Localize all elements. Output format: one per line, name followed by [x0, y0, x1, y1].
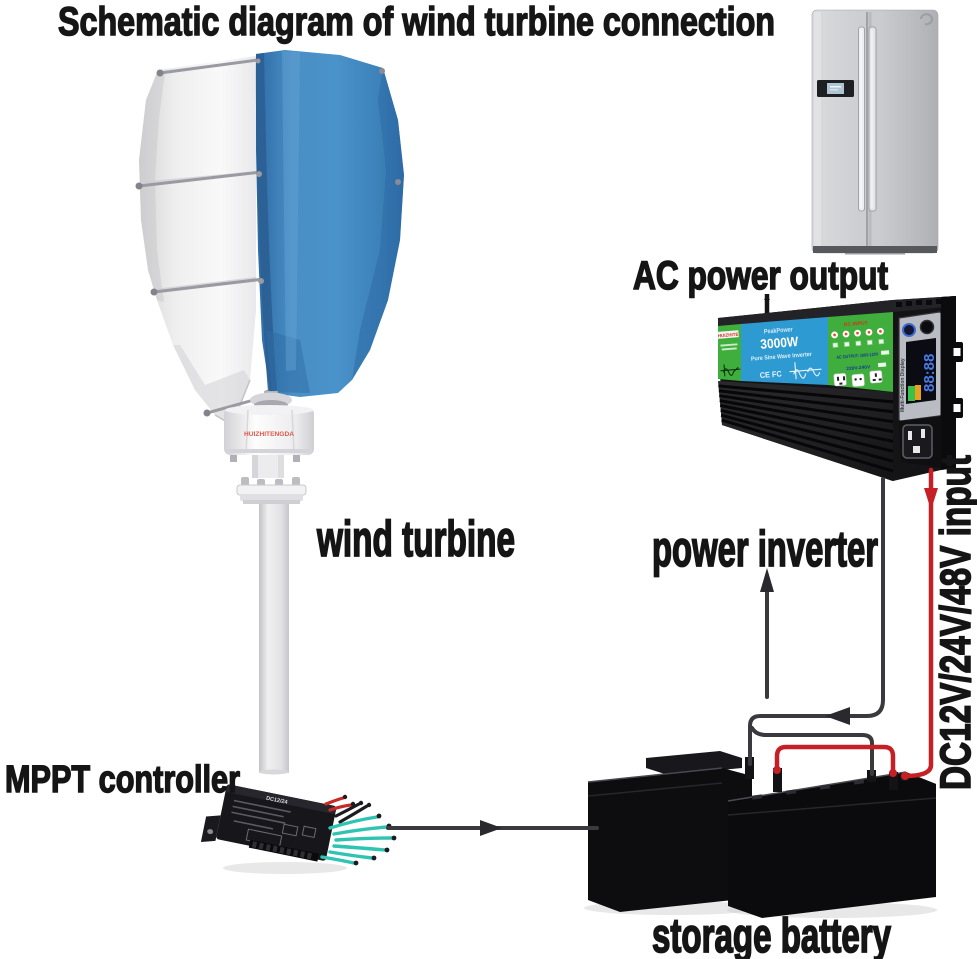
svg-text:CE FC: CE FC [759, 369, 782, 380]
svg-text:DC12V/24V/48V input: DC12V/24V/48V input [932, 455, 977, 790]
svg-text:PeakPower: PeakPower [764, 326, 794, 335]
svg-text:AC OUTPUT: 100V-120V: AC OUTPUT: 100V-120V [836, 352, 878, 360]
svg-text:power inverter: power inverter [652, 521, 878, 577]
svg-text:88:88: 88:88 [921, 354, 938, 392]
svg-text:DC12/24: DC12/24 [265, 796, 288, 806]
svg-text:Schematic diagram of wind turb: Schematic diagram of wind turbine connec… [58, 0, 775, 44]
svg-text:DC INPUT: DC INPUT [844, 320, 868, 328]
svg-text:MPPT controller: MPPT controller [5, 759, 240, 801]
svg-text:Multi-Function Display: Multi-Function Display [900, 358, 906, 412]
svg-text:Pure Sine Wave Inverter: Pure Sine Wave Inverter [751, 352, 813, 363]
svg-text:wind turbine: wind turbine [316, 511, 515, 567]
svg-text:AC power output: AC power output [633, 254, 888, 298]
svg-text:HUIZHITENGDA: HUIZHITENGDA [244, 431, 294, 438]
svg-text:3000W: 3000W [760, 334, 799, 352]
svg-text:storage battery: storage battery [652, 910, 891, 959]
svg-text:220V-240V: 220V-240V [846, 364, 870, 371]
svg-text:HUIZHITE: HUIZHITE [718, 332, 739, 339]
